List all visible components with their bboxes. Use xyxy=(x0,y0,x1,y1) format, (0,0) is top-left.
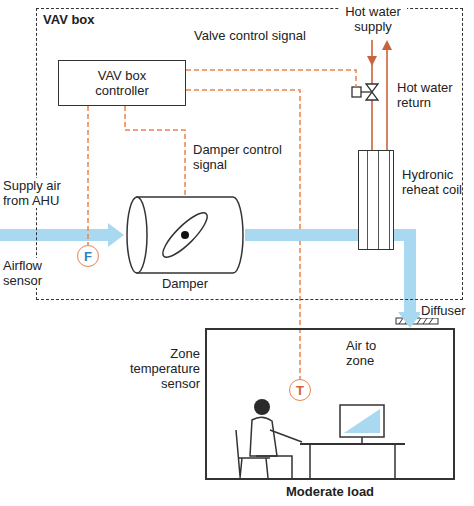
zone-temp-sensor: TZone temperature sensor xyxy=(289,379,311,401)
zone-room: TZone temperature sensorModerate load xyxy=(205,328,455,480)
desk-figure xyxy=(300,405,405,478)
region-title: VAV box xyxy=(43,12,123,27)
airflow-arrow xyxy=(394,235,410,312)
supply-air-arrow xyxy=(0,229,108,241)
valve-stem xyxy=(360,91,372,92)
hot-water-label: Hot water return xyxy=(396,80,462,110)
hot-water-return-pipe xyxy=(386,42,388,150)
air-label: Air to zone xyxy=(345,338,402,368)
signal-label: Damper control signal xyxy=(192,142,292,172)
sensor-letter: F xyxy=(84,249,92,264)
control-signal-wire xyxy=(125,106,185,195)
damper-label: Damper xyxy=(125,276,245,291)
sensor-label: Zone temperature sensor xyxy=(118,346,200,391)
airflow-sensor: FAirflow sensor xyxy=(77,245,99,267)
damper-body xyxy=(125,195,245,275)
supply-air-arrowhead xyxy=(108,223,124,247)
control-signal-wire xyxy=(87,106,89,245)
occupant-figure xyxy=(236,399,302,478)
controller-box: VAV box controller xyxy=(58,60,186,106)
signal-label: Valve control signal xyxy=(193,28,335,43)
hot-water-label: Hot water supply xyxy=(339,4,407,34)
airflow-arrow xyxy=(245,229,358,241)
coil-label: Hydronic reheat coil xyxy=(402,167,462,197)
controller-text: VAV box controller xyxy=(76,68,168,98)
zone-load-label: Moderate load xyxy=(205,484,455,499)
damper: Damper xyxy=(125,195,245,275)
diffuser-symbol xyxy=(396,318,438,324)
return-arrowhead xyxy=(382,40,392,50)
sensor-letter: T xyxy=(296,383,304,398)
valve-actuator xyxy=(352,87,361,97)
sensor-label: Airflow sensor xyxy=(3,258,65,288)
reheat-coil: Hydronic reheat coil xyxy=(358,150,394,250)
supply-arrowhead xyxy=(367,56,377,66)
diffuser-hatch xyxy=(399,318,433,324)
diffuser-label: Diffuser xyxy=(420,303,472,318)
valve-signal-wire xyxy=(186,70,356,87)
supply-air-label: Supply air from AHU xyxy=(2,178,84,208)
